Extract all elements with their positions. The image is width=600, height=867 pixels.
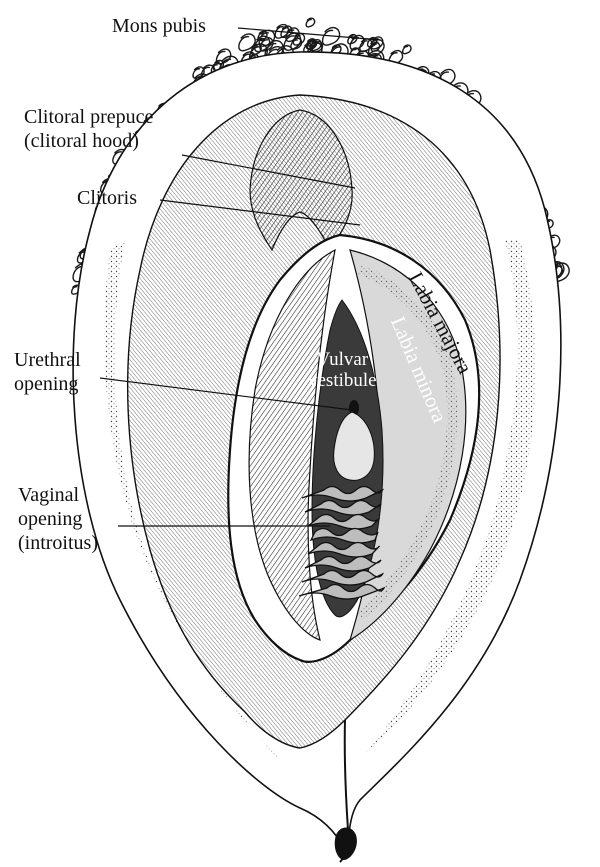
label-vaginal-line2: opening bbox=[18, 507, 98, 531]
label-urethral-line1: Urethral bbox=[14, 348, 81, 372]
label-urethral-line2: opening bbox=[14, 372, 81, 396]
label-clitoral-prepuce-line1: Clitoral prepuce bbox=[24, 105, 153, 129]
label-clitoral-prepuce: Clitoral prepuce (clitoral hood) bbox=[24, 105, 153, 153]
anal-mark bbox=[335, 828, 357, 861]
label-urethral-opening: Urethral opening bbox=[14, 348, 81, 396]
label-vulvar-line1: Vulvar bbox=[308, 349, 377, 370]
hair-curl bbox=[306, 18, 314, 27]
label-clitoris: Clitoris bbox=[77, 186, 137, 210]
label-vulvar-line2: vestibule bbox=[308, 370, 377, 391]
hair-curl bbox=[403, 45, 411, 54]
label-mons-pubis: Mons pubis bbox=[112, 14, 206, 38]
label-vulvar-vestibule: Vulvar vestibule bbox=[308, 349, 377, 391]
label-clitoral-prepuce-line2: (clitoral hood) bbox=[24, 129, 153, 153]
label-vaginal-line3: (introitus) bbox=[18, 531, 98, 555]
label-vaginal-line1: Vaginal bbox=[18, 483, 98, 507]
label-vaginal-opening: Vaginal opening (introitus) bbox=[18, 483, 98, 555]
